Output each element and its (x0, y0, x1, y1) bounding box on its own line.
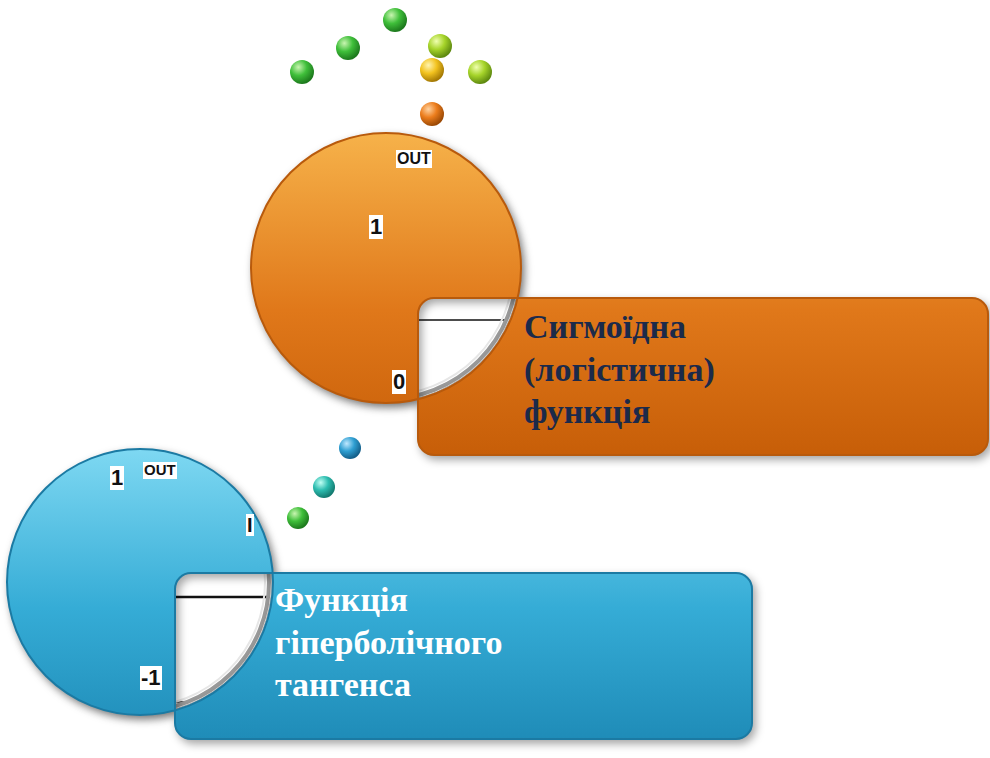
box-text: Сигмоїдна (логістична) функція (524, 298, 794, 434)
blue-box: Функція гіперболічного тангенса (175, 573, 752, 739)
axis-label: OUT (396, 150, 432, 168)
axis-label: 1 (110, 466, 124, 490)
orange-box: Сигмоїдна (логістична) функція (418, 298, 988, 455)
axis-label: I (246, 514, 254, 536)
axis-label: 0 (392, 370, 406, 394)
axis-label: 1 (369, 215, 383, 239)
axis-label: -1 (140, 666, 162, 690)
box-text: Функція гіперболічного тангенса (275, 573, 560, 707)
axis-label: OUT (143, 462, 177, 479)
